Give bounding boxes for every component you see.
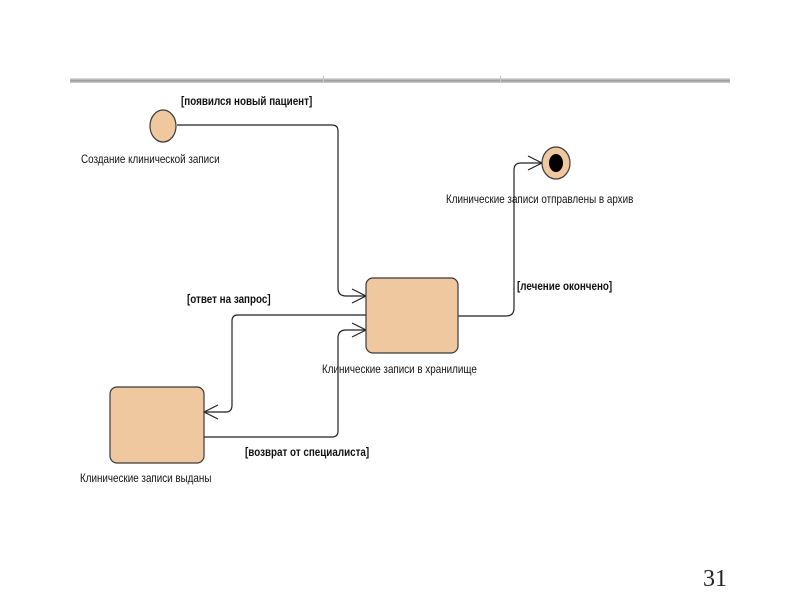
page-number: 31 — [703, 566, 727, 592]
state-label-issued: Клинические записи выданы — [80, 471, 212, 485]
header-divider-tick — [323, 76, 324, 83]
initial-state-node — [149, 109, 177, 143]
header-divider-tick — [500, 76, 501, 83]
transition-treatment-finished — [458, 162, 542, 317]
state-node-issued — [109, 386, 205, 464]
state-label-storage: Клинические записи в хранилище — [322, 362, 477, 376]
guard-label-return-from-specialist: [возврат от специалиста] — [245, 445, 370, 459]
state-node-storage — [365, 277, 459, 354]
final-state-dot — [549, 154, 563, 172]
guard-label-new-patient: [появился новый пациент] — [181, 94, 313, 108]
guard-label-request-response: [ответ на запрос] — [187, 292, 271, 306]
guard-label-treatment-finished: [лечение окончено] — [517, 279, 613, 293]
state-label-initial: Создание клинической записи — [81, 152, 220, 166]
transition-new-patient — [177, 124, 366, 297]
header-divider — [70, 78, 730, 83]
transition-request-response — [204, 314, 366, 413]
transition-return-from-specialist — [204, 329, 366, 438]
state-label-final: Клинические записи отправлены в архив — [446, 192, 634, 206]
